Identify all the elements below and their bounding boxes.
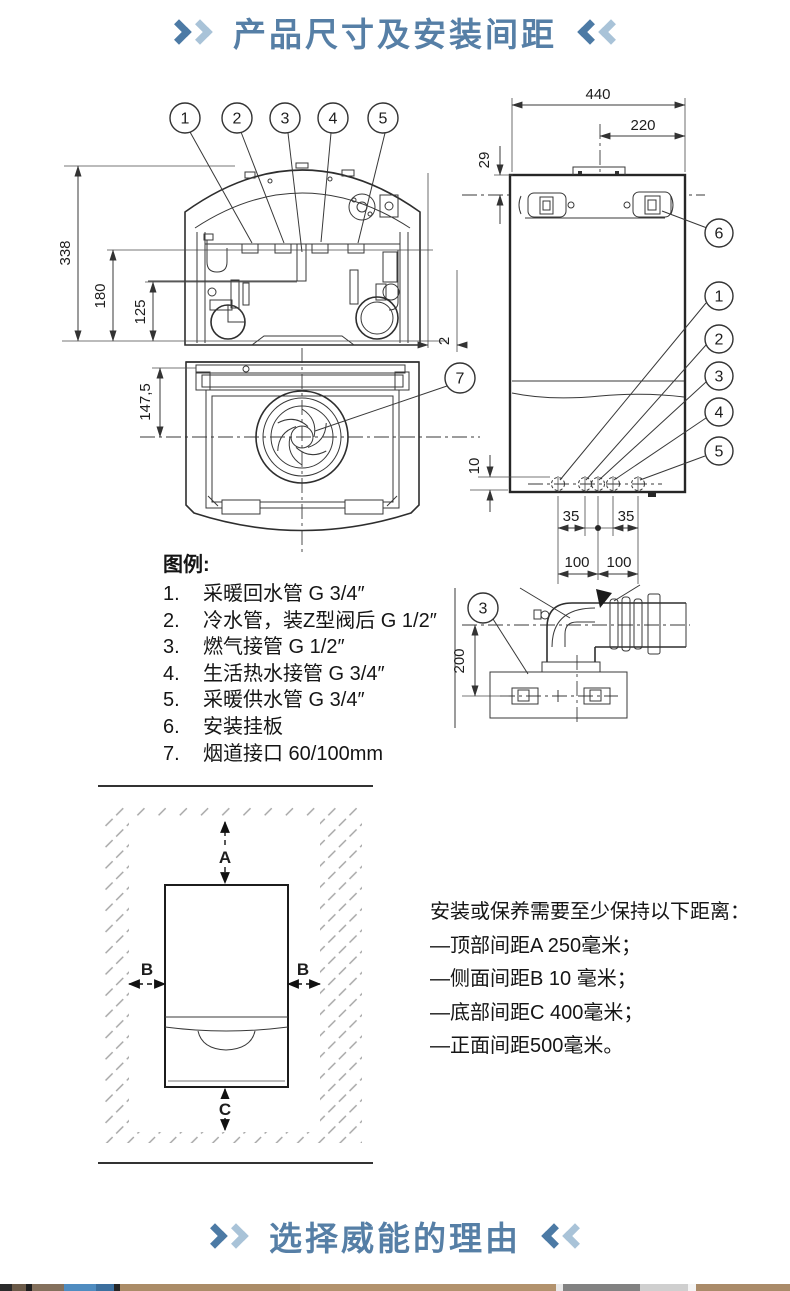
legend-item-text: 安装挂板 bbox=[203, 715, 283, 738]
bottom-view-diagram: 1 2 3 4 5 338 180 125 2 bbox=[57, 102, 468, 352]
flue-detail-diagram: 200 3 bbox=[451, 584, 690, 728]
clearance-rules: 安装或保养需要至少保持以下距离： —顶部间距A 250毫米； —侧面间距B 10… bbox=[430, 896, 750, 1064]
callout-5: 5 bbox=[715, 444, 724, 461]
legend-item: 7. 烟道接口 60/100mm bbox=[163, 741, 437, 768]
dim-2: 2 bbox=[436, 337, 453, 345]
dim-100: 100 bbox=[564, 554, 589, 571]
callout-3: 3 bbox=[281, 111, 290, 128]
next-section-title: 选择威能的理由 bbox=[269, 1220, 521, 1257]
dim-440: 440 bbox=[585, 86, 610, 103]
callout-7: 7 bbox=[456, 371, 465, 388]
legend-item-number: 7. bbox=[163, 742, 180, 765]
legend-item-number: 3. bbox=[163, 636, 180, 659]
dim-220: 220 bbox=[630, 117, 655, 134]
dim-125: 125 bbox=[132, 299, 149, 324]
dim-29: 29 bbox=[476, 152, 493, 169]
legend-item: 6. 安装挂板 bbox=[163, 714, 437, 741]
chevrons-left-icon bbox=[541, 1223, 588, 1249]
clearance-label-c: C bbox=[219, 1100, 231, 1119]
dim-100: 100 bbox=[606, 554, 631, 571]
legend-item-text: 生活热水接管 G 3/4″ bbox=[203, 662, 385, 685]
legend-item-number: 6. bbox=[163, 715, 180, 738]
clearance-label-b: B bbox=[141, 960, 153, 979]
callout-2: 2 bbox=[715, 332, 724, 349]
dim-180: 180 bbox=[92, 283, 109, 308]
clearance-rule: —底部间距C 400毫米； bbox=[430, 1001, 644, 1024]
callout-4: 4 bbox=[329, 111, 338, 128]
dim-200: 200 bbox=[451, 648, 468, 673]
bottom-ports bbox=[551, 476, 645, 492]
boiler-outline bbox=[164, 884, 289, 1088]
legend-item: 1. 采暖回水管 G 3/4″ bbox=[163, 581, 437, 608]
clearance-rule: —顶部间距A 250毫米； bbox=[430, 934, 642, 957]
callout-1: 1 bbox=[715, 289, 724, 306]
dim-35: 35 bbox=[618, 508, 635, 525]
clearance-intro: 安装或保养需要至少保持以下距离： bbox=[430, 901, 750, 923]
page-title: 产品尺寸及安装间距 bbox=[233, 16, 557, 53]
legend-item: 4. 生活热水接管 G 3/4″ bbox=[163, 661, 437, 688]
legend-item-text: 采暖回水管 G 3/4″ bbox=[203, 583, 365, 605]
legend: 图例: 1. 采暖回水管 G 3/4″ 2. 冷水管，装Z型阀后 G 1/2″ … bbox=[163, 548, 437, 767]
chevron-left-icon bbox=[562, 1223, 588, 1249]
dim-35: 35 bbox=[563, 508, 580, 525]
legend-item-text: 燃气接管 G 1/2″ bbox=[203, 636, 345, 659]
clearance-label-b: B bbox=[297, 960, 309, 979]
next-section-title-row: 选择威能的理由 bbox=[0, 1212, 790, 1260]
legend-item-text: 采暖供水管 G 3/4″ bbox=[203, 689, 365, 712]
callout-6: 6 bbox=[715, 226, 724, 243]
legend-item: 2. 冷水管，装Z型阀后 G 1/2″ bbox=[163, 608, 437, 635]
legend-item-number: 4. bbox=[163, 662, 180, 685]
legend-item: 3. 燃气接管 G 1/2″ bbox=[163, 634, 437, 661]
clearance-label-a: A bbox=[219, 848, 231, 867]
legend-item-number: 5. bbox=[163, 689, 180, 712]
clearance-diagram: A B B C bbox=[98, 785, 373, 1164]
dim-10: 10 bbox=[466, 458, 483, 475]
callout-2: 2 bbox=[233, 111, 242, 128]
dimension-drawings: 1 2 3 4 5 338 180 125 2 bbox=[57, 86, 734, 728]
clearance-arrow-top: A bbox=[216, 820, 234, 885]
clearance-rule: —侧面间距B 10 毫米； bbox=[430, 968, 637, 990]
clearance-arrow-bottom: C bbox=[216, 1087, 234, 1132]
legend-title: 图例: bbox=[163, 554, 210, 576]
clearance-arrow-right: B bbox=[286, 960, 322, 989]
callout-3: 3 bbox=[479, 601, 488, 618]
legend-item-number: 1. bbox=[163, 583, 180, 605]
callout-1: 1 bbox=[181, 111, 190, 128]
clearance-arrow-left: B bbox=[127, 960, 167, 989]
callout-5: 5 bbox=[379, 111, 388, 128]
chevron-right-icon bbox=[223, 1223, 249, 1249]
next-section-photo-strip bbox=[0, 1284, 790, 1291]
clearance-rule: —正面间距500毫米。 bbox=[430, 1035, 624, 1057]
callout-4: 4 bbox=[715, 405, 724, 422]
chevrons-right-icon bbox=[202, 1223, 249, 1249]
legend-item-text: 冷水管，装Z型阀后 G 1/2″ bbox=[203, 609, 437, 632]
legend-item-text: 烟道接口 60/100mm bbox=[203, 742, 384, 765]
legend-item: 5. 采暖供水管 G 3/4″ bbox=[163, 687, 437, 714]
top-view-diagram: 147,5 7 bbox=[137, 348, 480, 552]
callout-3: 3 bbox=[715, 369, 724, 386]
front-view-diagram: 29 440 220 6 bbox=[462, 86, 734, 584]
dim-338: 338 bbox=[57, 240, 74, 265]
page-title-row: 产品尺寸及安装间距 bbox=[0, 8, 790, 56]
legend-item-number: 2. bbox=[163, 609, 180, 632]
dim-147-5: 147,5 bbox=[137, 383, 154, 421]
